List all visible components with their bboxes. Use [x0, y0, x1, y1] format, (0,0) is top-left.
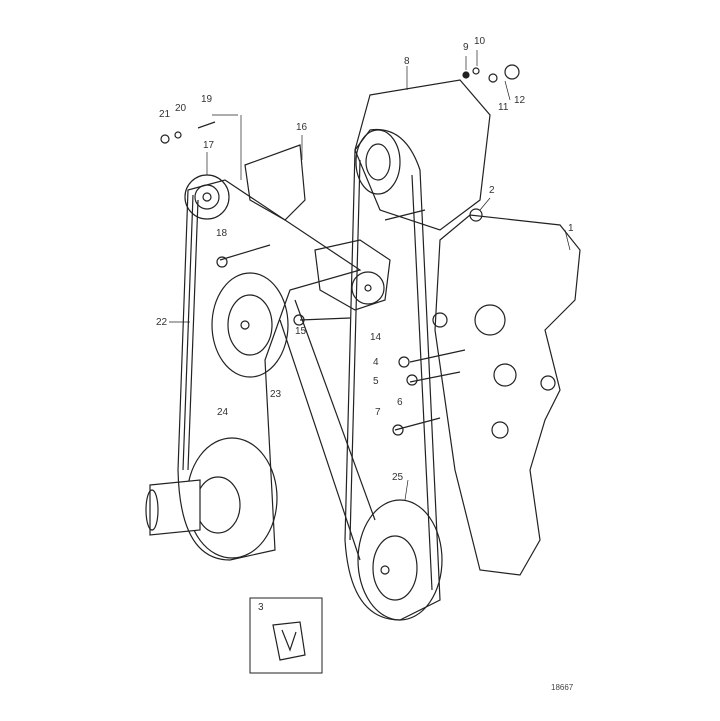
drawing-reference-number: 18667	[551, 683, 574, 692]
idler-pulley	[184, 174, 230, 220]
pulley-25	[357, 499, 443, 621]
label-1: 1	[568, 223, 574, 234]
label-24: 24	[217, 407, 229, 418]
label-6: 6	[397, 397, 403, 408]
label-11: 11	[498, 102, 509, 113]
label-18: 18	[216, 228, 228, 239]
label-16: 16	[296, 122, 308, 133]
label-10: 10	[474, 36, 486, 47]
label-12: 12	[514, 95, 526, 106]
label-4: 4	[373, 357, 379, 368]
label-8: 8	[404, 56, 410, 67]
label-25: 25	[392, 472, 404, 483]
alternator	[354, 79, 491, 231]
engine-bracket	[434, 214, 581, 576]
label-15: 15	[295, 326, 307, 337]
label-3: 3	[258, 602, 264, 613]
label-21: 21	[159, 109, 171, 120]
label-17: 17	[203, 140, 215, 151]
belt-main	[344, 128, 441, 621]
bracket	[244, 144, 306, 221]
label-2: 2	[489, 185, 495, 196]
label-14: 14	[370, 332, 382, 343]
inset-box	[249, 597, 323, 674]
label-5: 5	[373, 376, 379, 387]
label-9: 9	[463, 42, 469, 53]
label-23: 23	[270, 389, 282, 400]
label-20: 20	[175, 103, 187, 114]
tensioner	[314, 239, 391, 311]
water-pump	[145, 437, 278, 559]
label-22: 22	[156, 317, 168, 328]
crank-pulley	[211, 272, 289, 378]
belt-22	[177, 179, 362, 561]
label-19: 19	[201, 94, 213, 105]
label-7: 7	[375, 407, 381, 418]
